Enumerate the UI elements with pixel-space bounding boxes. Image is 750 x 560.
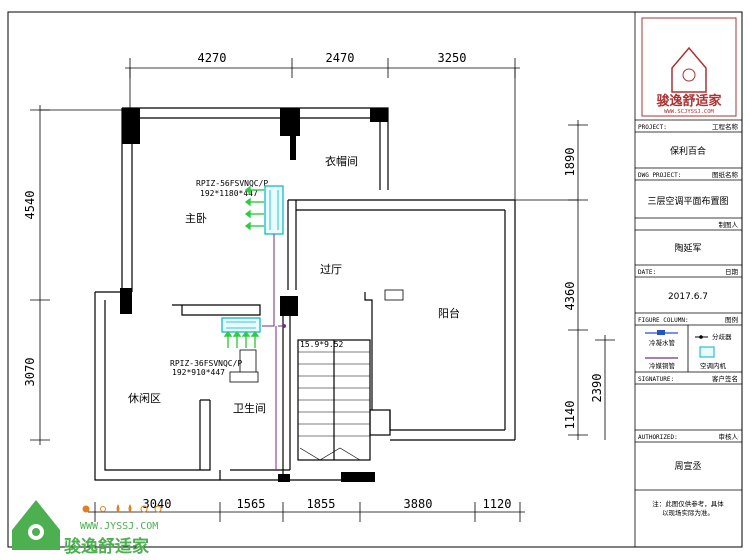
right-dimension-line xyxy=(515,120,615,440)
house-logo-icon xyxy=(671,46,707,93)
dim-top-2: 2470 xyxy=(326,51,355,65)
project-label-cn: 工程名称 xyxy=(712,122,739,131)
dwg-value: 三层空调平面布置图 xyxy=(647,195,728,207)
dim-bottom-1: 3040 xyxy=(143,497,172,511)
date-value: 2017.6.7 xyxy=(668,292,708,302)
unit1-model-label: RPIZ-56FSVNQC/P xyxy=(196,179,268,188)
left-dimension-line xyxy=(30,105,125,445)
airflow-arrows-2 xyxy=(223,330,260,348)
stair-treads xyxy=(298,351,370,461)
authorized-value: 周宣丞 xyxy=(674,460,701,472)
top-dimension-line xyxy=(125,58,520,200)
room-label-cloakroom: 衣帽间 xyxy=(325,154,358,168)
figure-label-cn: 图例 xyxy=(725,315,738,324)
airflow-arrows-1 xyxy=(244,185,264,231)
bottom-dimension-line xyxy=(88,502,525,522)
dim-bottom-4: 3880 xyxy=(404,497,433,511)
refrigerant-pipes xyxy=(262,234,284,470)
dim-bottom-3: 1855 xyxy=(307,497,336,511)
drawing-frame xyxy=(7,11,743,548)
dim-top-1: 4270 xyxy=(198,51,227,65)
unit2-size-label: 192*910*447 xyxy=(172,368,225,377)
footer-logo: WWW.JYSSJ.COM 骏逸舒适家 xyxy=(12,500,162,557)
authorized-label: AUTHORIZED: xyxy=(638,434,678,441)
dim-bottom-2: 1565 xyxy=(237,497,266,511)
indoor-unit-1 xyxy=(264,185,284,235)
wall-columns xyxy=(120,108,388,482)
divider-joint xyxy=(282,324,286,328)
title-block xyxy=(634,12,742,547)
balcony-fixture xyxy=(239,289,404,381)
dim-left-2: 3070 xyxy=(23,358,37,387)
legend-refrigerant-label: 冷媒铜管 xyxy=(649,361,676,370)
date-label-cn: 日期 xyxy=(725,268,739,276)
room-label-balcony: 阳台 xyxy=(438,306,460,320)
project-value: 保利百合 xyxy=(670,145,706,157)
legend-condensate-label: 冷凝水管 xyxy=(649,338,676,347)
authorized-label-cn: 审核人 xyxy=(719,432,739,441)
dim-right-2: 4360 xyxy=(563,282,577,311)
unit2-model-label: RPIZ-36FSVNQC/P xyxy=(170,359,242,368)
dim-left-1: 4540 xyxy=(23,191,37,220)
footer-logo-url: WWW.JYSSJ.COM xyxy=(80,521,158,532)
legend-condensate-symbol xyxy=(645,330,678,335)
signature-label: SIGNATURE: xyxy=(638,376,674,383)
room-label-master-bedroom: 主卧 xyxy=(185,212,207,225)
title-block-logo-name: 骏逸舒适家 xyxy=(656,93,722,109)
dim-right-1: 1890 xyxy=(563,148,577,177)
legend-indoor-symbol xyxy=(699,346,715,358)
dwg-label-cn: 图纸名称 xyxy=(712,170,739,179)
room-label-bathroom: 卫生间 xyxy=(233,401,266,415)
drawer-label-cn: 制图人 xyxy=(719,220,739,229)
indoor-unit-2 xyxy=(221,317,261,333)
dim-bottom-5: 1120 xyxy=(483,497,512,511)
outdoor-unit-symbol xyxy=(229,371,259,383)
note-line-2: 以现场实际为准。 xyxy=(662,508,714,517)
title-block-logo: 骏逸舒适家 WWW.SCJYSSJ.COM xyxy=(641,17,737,117)
project-label: PROJECT: xyxy=(638,124,667,131)
dim-right-4: 2390 xyxy=(590,374,604,403)
drawer-value: 陶延军 xyxy=(674,242,701,254)
date-label: DATE: xyxy=(638,269,656,276)
legend-divider-label: 分歧器 xyxy=(712,332,732,341)
dim-right-3: 1140 xyxy=(563,401,577,430)
legend-indoor-label: 空调内机 xyxy=(700,361,727,370)
note-line-1: 注：此图仅供参考，具体 xyxy=(652,499,724,508)
dim-top-3: 3250 xyxy=(438,51,467,65)
signature-label-cn: 客户签名 xyxy=(712,374,738,383)
unit1-size-label: 192*1180*447 xyxy=(200,189,258,198)
footer-logo-name: 骏逸舒适家 xyxy=(64,536,149,557)
weather-icons xyxy=(82,504,162,513)
room-label-lounge: 休闲区 xyxy=(128,391,161,405)
pipe-size-label: 15.9*9.52 xyxy=(300,340,344,349)
figure-label: FIGURE COLUMN: xyxy=(638,317,689,324)
dwg-label: DWG PROJECT: xyxy=(638,172,681,179)
title-block-logo-url: WWW.SCJYSSJ.COM xyxy=(664,109,714,115)
room-label-hallway: 过厅 xyxy=(320,263,342,276)
legend-divider-symbol xyxy=(695,335,708,339)
